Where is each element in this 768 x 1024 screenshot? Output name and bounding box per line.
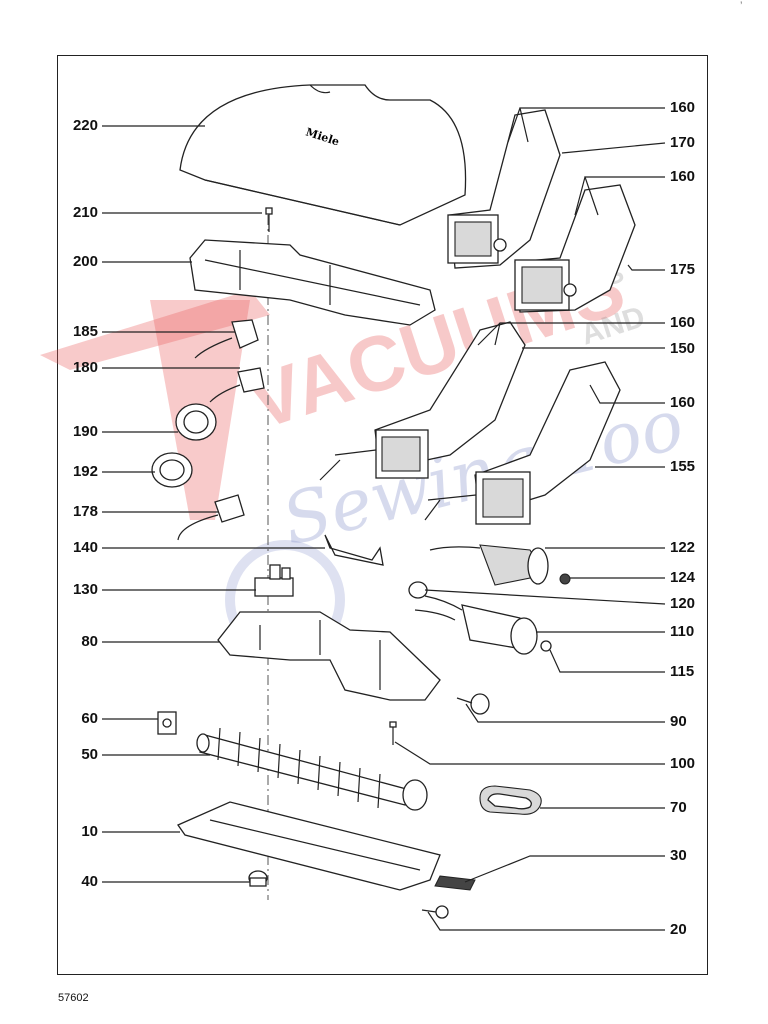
part-60-side-plate (157, 711, 177, 735)
part-130-switch (254, 564, 294, 597)
callout-20: 20 (670, 921, 687, 938)
callout-178: 178 (72, 503, 98, 520)
callout-160-c: 160 (670, 314, 696, 331)
callout-150: 150 (670, 340, 696, 357)
part-150-swivel-neck (319, 321, 526, 481)
callout-122: 122 (670, 539, 696, 556)
callout-160-b: 160 (670, 168, 696, 185)
callout-220: 220 (72, 117, 98, 134)
part-190-ring (175, 403, 217, 441)
part-220-cover: Miele (179, 84, 467, 226)
callout-124: 124 (670, 569, 696, 586)
callout-160-a: 160 (670, 99, 696, 116)
part-90-knob (456, 693, 490, 715)
callout-190: 190 (72, 423, 98, 440)
callout-40: 40 (81, 873, 98, 890)
callout-210: 210 (72, 204, 98, 221)
part-100-screw (389, 721, 397, 745)
callout-170: 170 (670, 134, 696, 151)
callout-120: 120 (670, 595, 696, 612)
corner-mark: ’ (740, 0, 743, 12)
part-40-wheel (248, 870, 268, 887)
callout-115: 115 (670, 663, 695, 680)
callout-100: 100 (670, 755, 696, 772)
callout-80: 80 (81, 633, 98, 650)
part-120-clamp (408, 581, 463, 611)
part-50-brushroll (196, 727, 428, 811)
callout-160-d: 160 (670, 394, 696, 411)
callout-110: 110 (670, 623, 695, 640)
callout-30: 30 (670, 847, 687, 864)
leader-lines (102, 107, 666, 931)
part-170-swivel-neck (447, 109, 561, 269)
callout-10: 10 (81, 823, 98, 840)
callout-90: 90 (670, 713, 687, 730)
callout-70: 70 (670, 799, 687, 816)
part-192-ring (151, 452, 193, 488)
part-210-screw (265, 207, 273, 232)
part-10-base-plate (177, 801, 441, 891)
part-155-swivel-neck (424, 361, 621, 525)
document-number: 57602 (58, 992, 89, 1004)
callout-50: 50 (81, 746, 98, 763)
part-30-bumper-strip (434, 875, 476, 891)
part-122-motor (429, 544, 549, 586)
callout-155: 155 (670, 458, 696, 475)
diagram-frame (57, 55, 708, 975)
callout-60: 60 (81, 710, 98, 727)
part-80-lower-housing (217, 611, 441, 701)
part-185-plug (194, 319, 259, 359)
callout-130: 130 (72, 581, 98, 598)
part-110-motor (414, 604, 552, 655)
part-70-belt (479, 785, 542, 815)
callout-180: 180 (72, 359, 98, 376)
part-175-swivel-neck (514, 184, 636, 313)
part-180-plug (209, 367, 265, 403)
callout-185: 185 (72, 323, 98, 340)
callout-175: 175 (670, 261, 696, 278)
part-178-cord-plug (177, 494, 245, 541)
callout-192: 192 (72, 463, 98, 480)
part-20-screw (421, 905, 449, 919)
part-200-upper-housing (189, 239, 436, 326)
callout-200: 200 (72, 253, 98, 270)
part-140-bracket (324, 534, 384, 566)
part-124-bushing (559, 573, 571, 585)
callout-140: 140 (72, 539, 98, 556)
